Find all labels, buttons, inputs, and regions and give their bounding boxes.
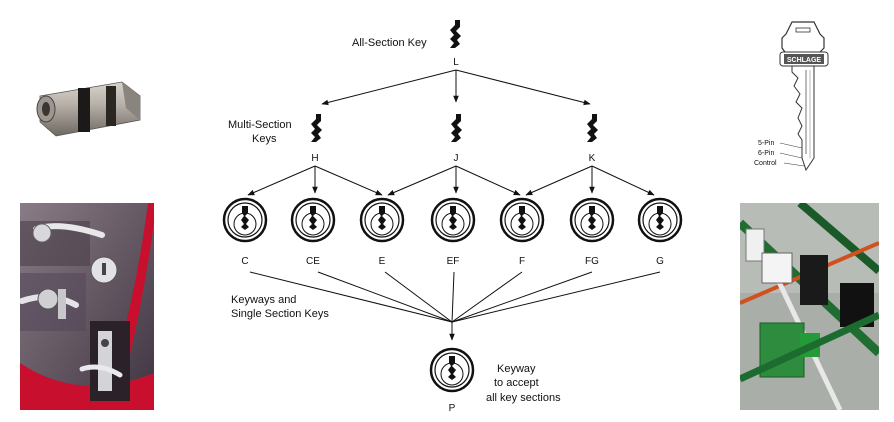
- key-letter-j: J: [454, 153, 459, 164]
- hardware-photo: [740, 203, 879, 410]
- keyway-p: P: [449, 403, 456, 414]
- all-section-key-label: All-Section Key: [352, 37, 427, 49]
- key-brand: SCHLAGE: [787, 57, 822, 64]
- key-icon: [450, 20, 461, 48]
- master-cylinder: P Keyway to accept all key sections: [429, 347, 561, 414]
- cylinder-f: [499, 197, 545, 243]
- cylinder-fg: [569, 197, 615, 243]
- label-6pin: 6-Pin: [758, 150, 774, 157]
- key-letter-l: L: [453, 57, 459, 68]
- label-5pin: 5-Pin: [758, 140, 774, 147]
- cylinder-photo: [22, 62, 156, 150]
- keyway-ce: CE: [306, 256, 320, 267]
- all-section-key: All-Section Key L: [352, 20, 461, 68]
- keyway-c: C: [241, 256, 248, 267]
- arrow-l-k: [455, 69, 591, 106]
- arrow-l-h: [321, 69, 457, 106]
- bottom-label-1: Keyway: [497, 363, 536, 375]
- cylinder-g: [637, 197, 683, 243]
- key-icon: [311, 114, 322, 142]
- label-control: Control: [754, 160, 777, 167]
- cylinder-ce: [290, 197, 336, 243]
- keyway-cylinders: C CE E EF F FG G: [222, 197, 683, 267]
- keyways-label-2: Single Section Keys: [231, 308, 329, 320]
- keyway-e: E: [379, 256, 386, 267]
- key-letter-h: H: [311, 153, 318, 164]
- connector-lines-top: [321, 69, 591, 106]
- keyway-g: G: [656, 256, 664, 267]
- keyway-fg: FG: [585, 256, 599, 267]
- door-hardware-photo: [20, 203, 154, 410]
- multi-section-label-2: Keys: [252, 133, 277, 145]
- multi-section-label: Multi-Section: [228, 119, 292, 131]
- key-icon: [451, 114, 462, 142]
- connector-lines-mid: [247, 165, 655, 196]
- keyway-ef: EF: [447, 256, 460, 267]
- keyways-label: Keyways and: [231, 294, 296, 306]
- key-letter-k: K: [589, 153, 596, 164]
- cylinder-e: [359, 197, 405, 243]
- bottom-label-2: to accept: [494, 377, 539, 389]
- schlage-key-photo: SCHLAGE 5-Pin 6-Pin Control: [744, 8, 854, 178]
- cylinder-c: [222, 197, 268, 243]
- multi-section-keys: Multi-Section Keys H J K: [228, 114, 598, 164]
- connector-lines-bottom: [249, 271, 661, 341]
- keyway-f: F: [519, 256, 525, 267]
- key-icon: [587, 114, 598, 142]
- bottom-label-3: all key sections: [486, 392, 561, 404]
- cylinder-p: [429, 347, 475, 393]
- cylinder-ef: [430, 197, 476, 243]
